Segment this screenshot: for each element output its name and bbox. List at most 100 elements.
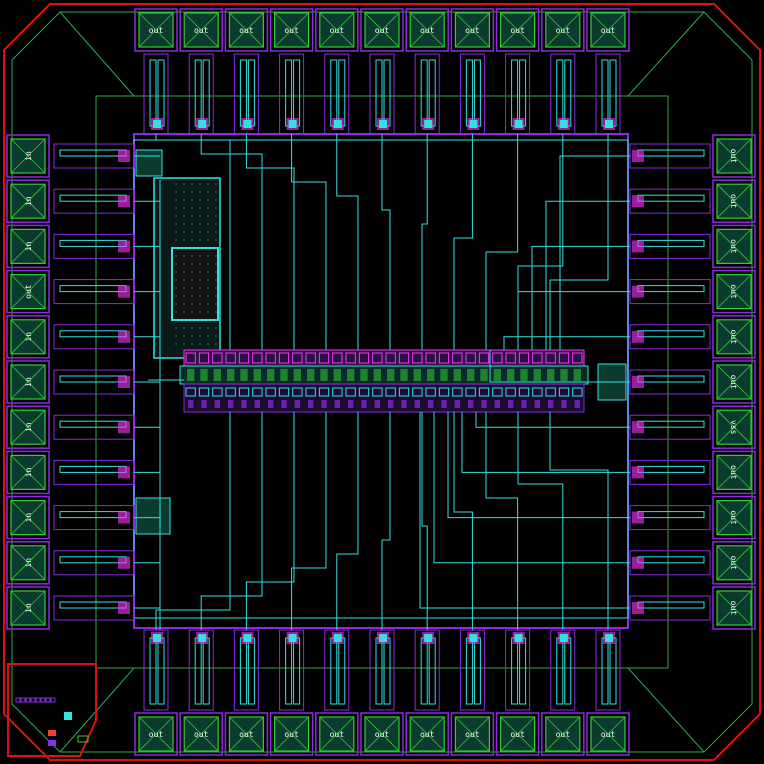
decoder-cell [572,352,583,364]
pad-top: out [134,8,178,52]
net-wire [549,134,609,350]
pad-right: out [712,134,756,178]
pad-label: out [24,284,33,299]
net-wire [447,412,630,519]
pad-label: out [149,730,164,739]
routed-layers: out out out out out out out out out out out out out o… [6,8,756,756]
corner-diag-br [627,667,705,753]
chip-frame [3,3,761,761]
decoder-cell [545,352,556,364]
pad-top: out [586,8,630,52]
pad-label: out [601,26,616,35]
net-wire [433,412,630,564]
pad-label: in [24,196,33,206]
pad-label: out [284,730,299,739]
pad-right: out [712,224,756,269]
decoder-cell [412,352,423,364]
pad-label: out [375,730,390,739]
net-wire [453,412,473,630]
pad-left: in [6,134,50,178]
pad-label: out [729,510,738,525]
decoder-cell [398,352,410,364]
decoder-cell [558,352,570,364]
pad-top: out [405,8,449,52]
net-wire [381,134,391,350]
pad-right: out [712,495,756,540]
pad-label: out [149,26,164,35]
decoder-cell [305,352,316,364]
pad-top: out [450,8,495,52]
pad-label: out [729,556,738,571]
net-wire [475,412,630,428]
pad-label: out [284,26,299,35]
pad-bottom: out [450,712,495,756]
pad-top: out [315,8,359,52]
decoder-cell [292,352,303,364]
decoder-cell [438,352,450,364]
pad-label: out [239,26,254,35]
pad-label: out [420,730,435,739]
pad-label: out [729,375,738,390]
pad-label: in [24,513,33,523]
decoder-cell [478,352,490,364]
pad-label: in [24,377,33,387]
pad-label: out [330,730,345,739]
pad-bottom: out [134,712,178,756]
pad-label: out [510,26,525,35]
pad-label: in [24,422,33,432]
pad-label: in [24,241,33,251]
pad-label: in [24,558,33,568]
decoder-cell [238,352,250,364]
corner-diag-tr [627,11,705,97]
die-boundary [3,3,761,761]
pad-left: in [6,541,50,585]
pad-label: out [729,330,738,345]
pad-bottom: out [269,712,314,756]
decoder-cell [278,352,290,364]
net-wire [559,155,630,350]
net-wire [531,245,630,350]
decoder-cell [252,352,263,364]
net-wire [461,412,630,473]
pad-bottom: out [586,712,630,756]
pad-label: out [729,601,738,616]
net-wire [245,134,295,350]
net-wire [421,412,428,630]
pad-label: out [239,730,254,739]
pad-top: out [269,8,314,52]
pad-right: out [712,586,756,630]
pad-label: out [465,26,480,35]
pad-left: in [6,179,50,223]
pad-label: out [729,465,738,480]
pad-top: out [224,8,269,52]
pad-left: in [6,586,50,630]
decoder-cell [358,352,370,364]
decoder-cell [345,352,356,364]
pad-right: out [712,315,756,359]
decoder-rail-bottom [183,383,585,413]
pad-bottom: out [315,712,359,756]
net-wire [419,412,630,609]
pad-label: out [729,284,738,299]
net-wire [517,291,630,350]
decoder-cell [532,352,543,364]
pad-label: in [24,467,33,477]
decoder-cell [198,352,210,364]
decoder-cell [225,352,236,364]
pad-left: in [6,224,50,269]
pad-label: in [24,151,33,161]
pad-bottom: out [541,712,585,756]
net-wire [485,134,519,350]
pad-left: in [6,405,50,449]
net-wire [336,134,359,350]
net-wire [485,412,519,630]
corner-diag-tl [59,11,135,97]
pad-right: vss [712,405,756,449]
decoder-cell [185,352,196,364]
decoder-cell [452,352,463,364]
pad-right: out [712,360,756,404]
decoder-cell [518,352,530,364]
net-wire [155,412,231,630]
decoder-rail-top [183,349,585,367]
pad-label: out [420,26,435,35]
